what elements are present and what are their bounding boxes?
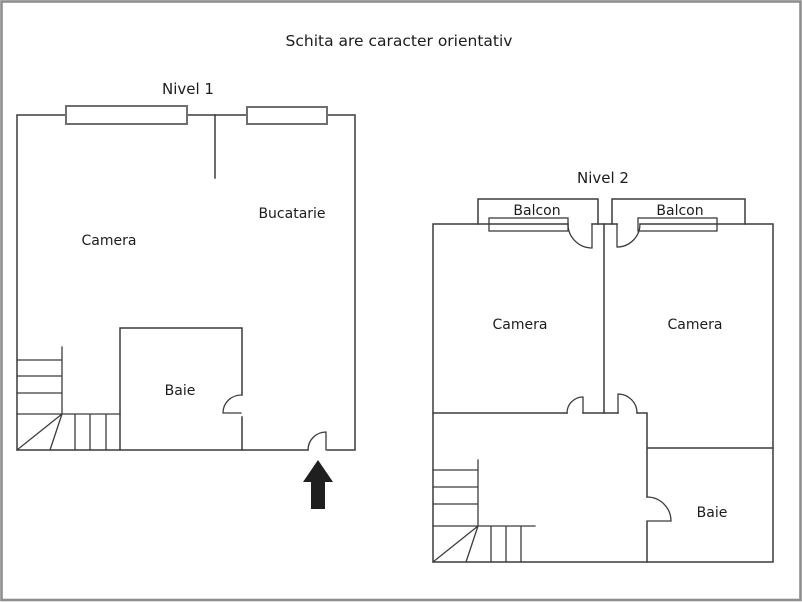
nivel1-window-left	[65, 105, 188, 125]
nivel1-baie-walls	[119, 327, 243, 451]
nivel1-title: Nivel 1	[162, 80, 214, 98]
entrance-arrow-icon	[303, 460, 333, 509]
nivel2-room-camera-left: Camera	[493, 317, 548, 333]
nivel1-stairs	[16, 346, 121, 451]
nivel1-window-right	[246, 106, 328, 125]
nivel2-camera-left-door-swing	[566, 396, 584, 414]
nivel2-room-balcon-left: Balcon	[513, 203, 560, 219]
nivel2-balcony-door-left-swing	[567, 223, 593, 249]
nivel2-camera-right-door-swing	[617, 393, 638, 414]
nivel1-baie-door-swing	[222, 394, 242, 414]
nivel2-room-balcon-right: Balcon	[656, 203, 703, 219]
nivel2-balcony-door-right-swing	[616, 223, 641, 248]
nivel2-baie-door-swing	[646, 496, 672, 522]
floor-plan-nivel1	[16, 105, 356, 451]
nivel2-balcony-left	[477, 198, 599, 225]
sketch-disclaimer-title: Schita are caracter orientativ	[286, 32, 513, 50]
nivel2-room-camera-right: Camera	[668, 317, 723, 333]
nivel1-entrance-door-swing	[307, 431, 327, 451]
nivel1-room-baie: Baie	[165, 383, 196, 399]
nivel2-hall-walls	[432, 412, 774, 563]
nivel2-room-baie: Baie	[697, 505, 728, 521]
nivel1-room-bucatarie: Bucatarie	[258, 206, 325, 222]
nivel2-balcony-right	[611, 198, 746, 225]
nivel2-window-right	[637, 217, 718, 232]
nivel1-room-camera: Camera	[82, 233, 137, 249]
nivel2-title: Nivel 2	[577, 169, 629, 187]
floor-plan-nivel2	[432, 198, 774, 563]
nivel2-stairs	[432, 459, 536, 563]
